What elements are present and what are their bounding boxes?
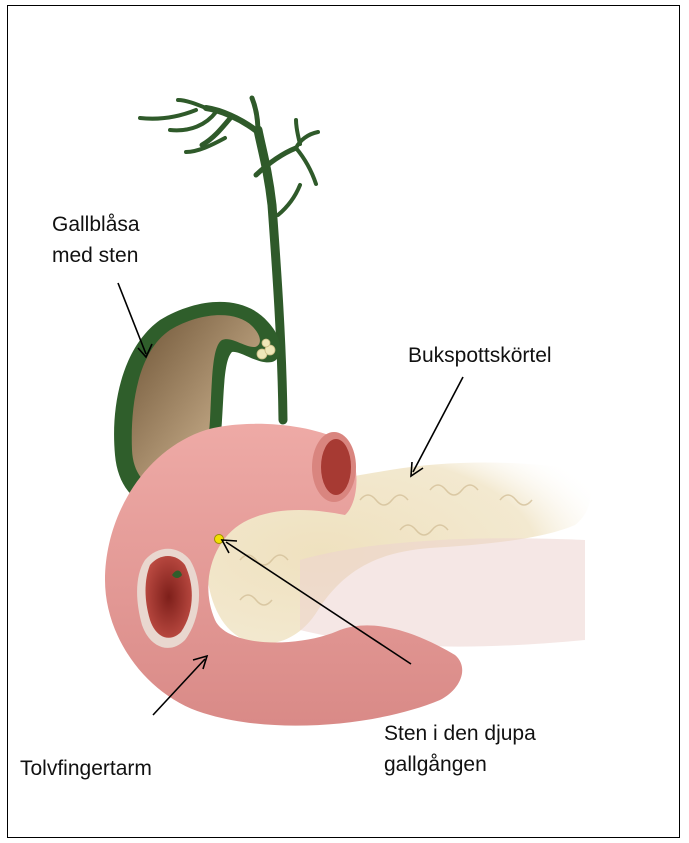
bile-duct-stone-label-line-2: gallgången [384,749,536,780]
bile-duct-stone [215,535,224,544]
duodenum-label: Tolvfingertarm [20,753,152,784]
bile-duct-stone-label: Sten i den djupa gallgången [384,718,536,780]
gallbladder-label-line-2: med sten [52,240,140,271]
bile-duct-stone-label-line-1: Sten i den djupa [384,718,536,749]
gallbladder-label: Gallblåsa med sten [52,209,140,271]
pancreas-label: Bukspottskörtel [408,340,552,371]
gallbladder-label-line-1: Gallblåsa [52,209,140,240]
